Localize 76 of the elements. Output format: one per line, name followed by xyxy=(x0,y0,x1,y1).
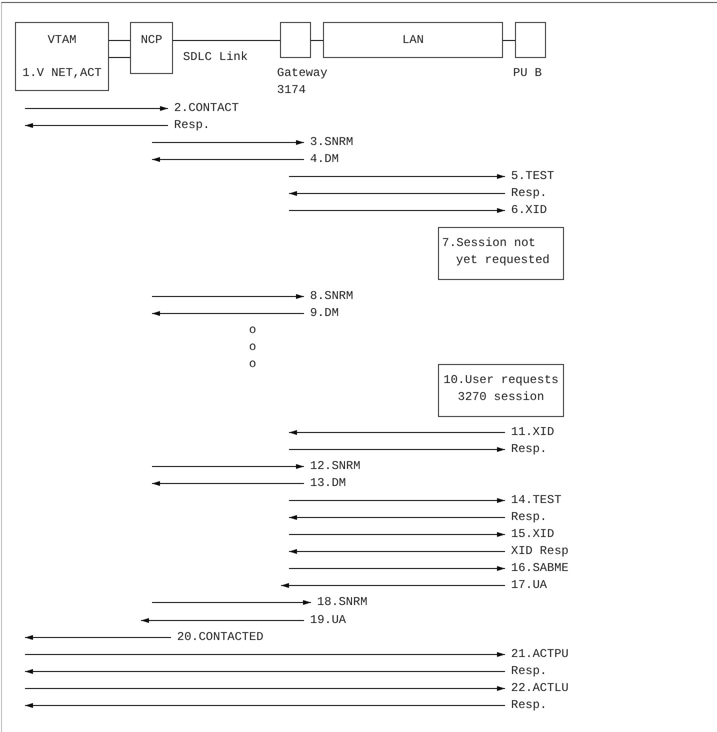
message-arrow xyxy=(152,311,304,316)
message-arrow xyxy=(288,430,506,435)
message-label: 17.UA xyxy=(511,579,548,591)
message-label: 20.CONTACTED xyxy=(177,631,264,643)
note-box xyxy=(438,227,564,280)
message-label: 9.DM xyxy=(310,307,339,319)
continuation-mark: o xyxy=(249,322,256,338)
message-label: 2.CONTACT xyxy=(174,102,239,114)
node-title: NCP xyxy=(140,32,162,49)
message-label: 6.XID xyxy=(511,204,548,216)
message-arrow xyxy=(24,635,172,640)
device-caption: PU B xyxy=(513,65,543,82)
message-arrow xyxy=(140,618,304,623)
link-line xyxy=(310,40,324,41)
device-caption: Gateway 3174 xyxy=(277,65,328,99)
message-label: 18.SNRM xyxy=(317,596,368,608)
message-label: Resp. xyxy=(511,665,548,677)
message-arrow xyxy=(288,191,506,196)
message-arrow xyxy=(288,549,506,554)
note-box xyxy=(438,364,564,417)
message-label: 16.SABME xyxy=(511,562,569,574)
message-arrow xyxy=(152,600,312,605)
message-label: Resp. xyxy=(511,699,548,711)
message-label: Resp. xyxy=(174,119,210,131)
message-label: 4.DM xyxy=(310,153,339,165)
message-arrow xyxy=(152,294,304,299)
message-arrow xyxy=(288,174,506,179)
message-arrow xyxy=(24,703,506,708)
message-label: 3.SNRM xyxy=(310,136,354,148)
message-arrow xyxy=(24,669,506,674)
message-label: 19.UA xyxy=(310,614,346,626)
continuation-mark: o xyxy=(249,356,256,372)
message-label: Resp. xyxy=(511,511,548,523)
link-line xyxy=(172,40,280,41)
message-arrow xyxy=(152,481,304,486)
message-label: 21.ACTPU xyxy=(511,648,569,660)
message-label: Resp. xyxy=(511,443,548,455)
message-arrow xyxy=(288,566,506,571)
message-arrow xyxy=(288,447,506,452)
message-label: 5.TEST xyxy=(511,170,554,182)
message-arrow xyxy=(288,532,506,537)
message-arrow xyxy=(288,208,506,213)
device-box xyxy=(515,22,546,58)
message-arrow xyxy=(24,106,168,111)
host-box xyxy=(15,22,109,91)
message-label: 13.DM xyxy=(310,477,346,489)
message-arrow xyxy=(280,583,506,588)
message-arrow xyxy=(152,464,304,469)
message-arrow xyxy=(152,157,304,162)
lan-box xyxy=(323,22,503,58)
link-line xyxy=(502,40,516,41)
message-arrow xyxy=(288,515,506,520)
gateway-box xyxy=(280,22,311,58)
command-text: 1.V NET,ACT xyxy=(22,65,102,82)
note-text: 7.Session not yet requested xyxy=(441,235,551,269)
message-label: XID Resp xyxy=(511,545,569,557)
message-arrow xyxy=(152,140,304,145)
message-label: 22.ACTLU xyxy=(511,682,569,694)
note-text: 10.User requests 3270 session xyxy=(442,372,560,406)
edge-label: SDLC Link xyxy=(183,49,248,66)
link-line xyxy=(108,40,130,41)
continuation-mark: o xyxy=(249,338,256,356)
node-title: VTAM xyxy=(48,32,76,49)
message-label: 11.XID xyxy=(511,426,554,438)
message-label: Resp. xyxy=(511,187,548,199)
node-title: LAN xyxy=(402,32,424,49)
message-label: 14.TEST xyxy=(511,494,562,506)
message-label: 8.SNRM xyxy=(310,290,354,302)
message-label: 15.XID xyxy=(511,528,554,540)
message-arrow xyxy=(24,652,506,657)
controller-box xyxy=(130,22,173,74)
message-arrow xyxy=(24,686,506,691)
message-arrow xyxy=(24,123,168,128)
message-label: 12.SNRM xyxy=(310,460,360,472)
link-line xyxy=(108,57,130,58)
message-arrow xyxy=(288,498,506,503)
